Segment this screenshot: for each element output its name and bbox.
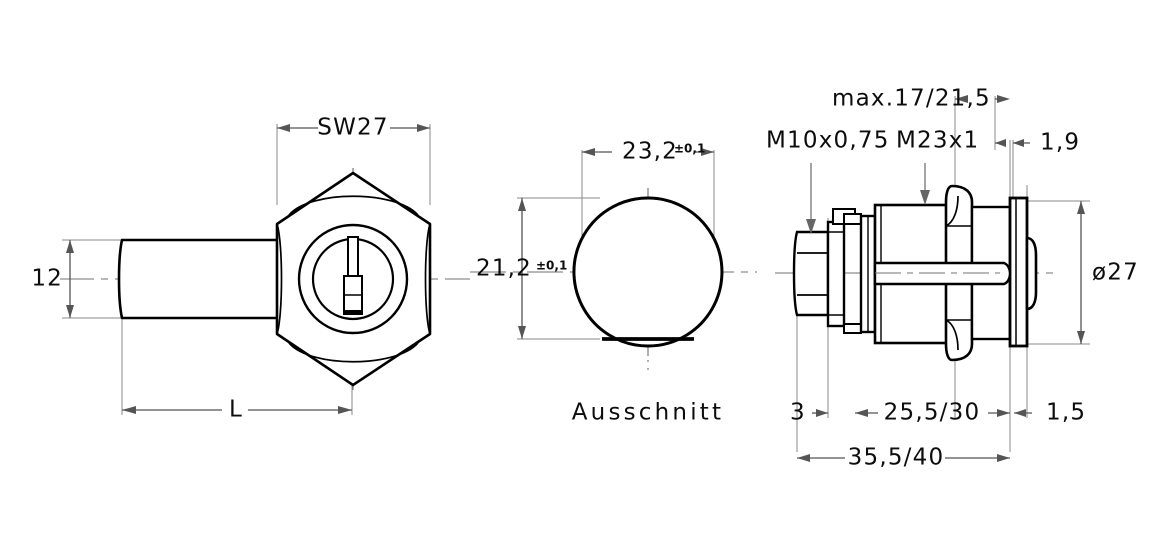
- dimension-max-grip-label: max.17/21,5: [832, 86, 991, 112]
- dimension-1-9: 1,9: [995, 130, 1080, 156]
- hexagon-chamfer-arcs: [276, 195, 431, 363]
- dimension-sw27: SW27: [277, 115, 430, 141]
- dimension-body-length-label: 25,5/30: [884, 400, 981, 426]
- dimension-cutout-height: 21,2 ±0,1: [476, 198, 567, 339]
- cutout-caption: Ausschnitt: [572, 400, 725, 426]
- dimension-sw27-label: SW27: [317, 115, 388, 141]
- annotation-m23: M23x1: [896, 128, 979, 205]
- annotation-m10-label: M10x0,75: [766, 128, 890, 154]
- lock-washer: [826, 220, 846, 328]
- cutout-circle: [572, 196, 724, 348]
- dimension-total-length-label: 35,5/40: [848, 445, 945, 471]
- flange-nut-chamfer: [945, 195, 959, 351]
- dimension-max-grip: max.17/21,5: [832, 86, 1010, 112]
- dimension-cutout-width: 23,2 ±0,1: [582, 139, 714, 165]
- dimension-1-9-label: 1,9: [1040, 130, 1080, 156]
- side-view: M10x0,75 M23x1 max.17/21,5 1,9: [766, 86, 1139, 471]
- dimension-cutout-width-label: 23,2: [622, 139, 678, 165]
- annotation-m23-label: M23x1: [896, 128, 979, 154]
- dimension-cutout-height-label: 21,2: [476, 256, 532, 282]
- annotation-m10: M10x0,75: [766, 128, 890, 234]
- cam-tongue: [1025, 236, 1038, 311]
- dimension-cutout-width-tolerance: ±0,1: [674, 142, 705, 156]
- dimension-1-5-label: 1,5: [1046, 400, 1086, 426]
- dimension-l-label: L: [229, 397, 243, 423]
- dimension-l: L: [122, 397, 352, 423]
- front-view: SW27 12 L: [31, 115, 470, 423]
- dimension-body-length: 25,5/30: [855, 400, 1010, 426]
- dimension-12-label: 12: [31, 266, 63, 292]
- keyway-base: [344, 310, 362, 315]
- dimension-1-5: 1,5: [1014, 400, 1086, 426]
- cam-plate: [1008, 196, 1029, 348]
- cutout-chord-mask: [602, 340, 694, 360]
- m10-hex-nut: [792, 230, 830, 317]
- barrel-collar: [859, 214, 877, 334]
- cutout-view: 23,2 ±0,1 21,2 ±0,1 Ausschnitt: [470, 139, 757, 426]
- dimension-cutout-height-tolerance: ±0,1: [536, 259, 567, 273]
- dimension-total-length: 35,5/40: [797, 445, 1010, 471]
- dimension-12: 12: [31, 240, 74, 318]
- dimension-diameter: ø27: [1077, 201, 1139, 344]
- dimension-3-label: 3: [790, 400, 806, 426]
- dimension-diameter-label: ø27: [1092, 260, 1139, 286]
- dimension-3: 3: [790, 400, 828, 426]
- shank-body: [117, 238, 302, 320]
